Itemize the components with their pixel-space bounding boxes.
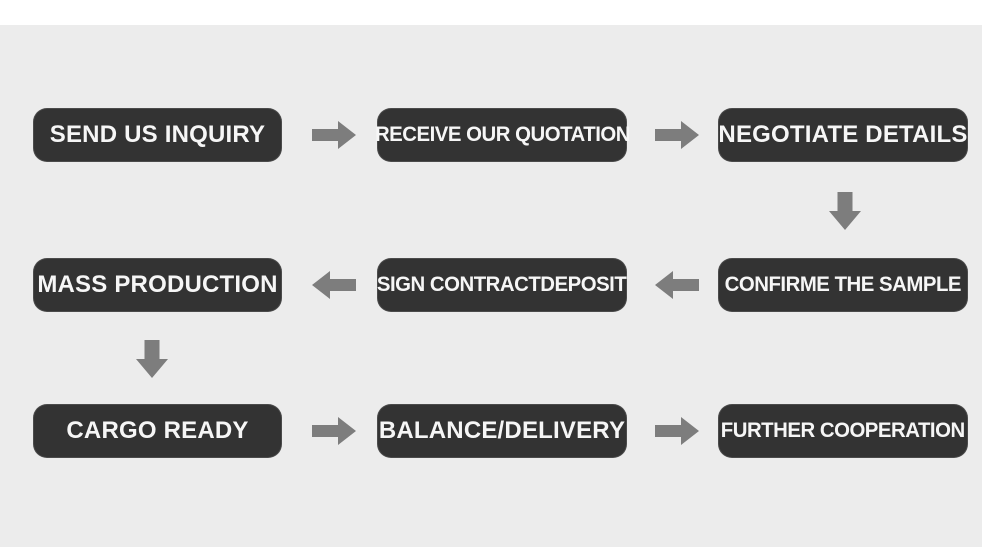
flow-step-label: MASS PRODUCTION — [37, 271, 278, 298]
arrow-right-icon — [312, 417, 356, 445]
flow-step-cargo-ready: CARGO READY — [33, 404, 282, 458]
arrow-down-icon — [136, 340, 168, 378]
flow-step-sign-contract-deposit: SIGN CONTRACTDEPOSIT — [377, 258, 627, 312]
flow-step-label: NEGOTIATE DETAILS — [718, 121, 968, 148]
flow-step-label: FURTHER COOPERATION — [721, 419, 965, 442]
arrow-right-icon — [312, 121, 356, 149]
flow-step-label: SIGN CONTRACTDEPOSIT — [377, 273, 627, 296]
flow-step-label: RECEIVE OUR QUOTATION — [374, 123, 630, 146]
flow-step-further-cooperation: FURTHER COOPERATION — [718, 404, 968, 458]
arrow-left-icon — [655, 271, 699, 299]
flow-step-send-us-inquiry: SEND US INQUIRY — [33, 108, 282, 162]
flow-step-confirme-the-sample: CONFIRME THE SAMPLE — [718, 258, 968, 312]
flow-step-receive-our-quotation: RECEIVE OUR QUOTATION — [374, 108, 630, 162]
flow-step-label: CARGO READY — [66, 417, 249, 444]
flow-step-negotiate-details: NEGOTIATE DETAILS — [718, 108, 968, 162]
flow-step-label: SEND US INQUIRY — [49, 121, 266, 148]
arrow-right-icon — [655, 417, 699, 445]
arrow-right-icon — [655, 121, 699, 149]
flow-step-mass-production: MASS PRODUCTION — [33, 258, 282, 312]
flow-step-label: BALANCE/DELIVERY — [378, 417, 626, 444]
flow-step-balance-delivery: BALANCE/DELIVERY — [377, 404, 627, 458]
arrow-left-icon — [312, 271, 356, 299]
arrow-down-icon — [829, 192, 861, 230]
flow-step-label: CONFIRME THE SAMPLE — [724, 273, 962, 296]
